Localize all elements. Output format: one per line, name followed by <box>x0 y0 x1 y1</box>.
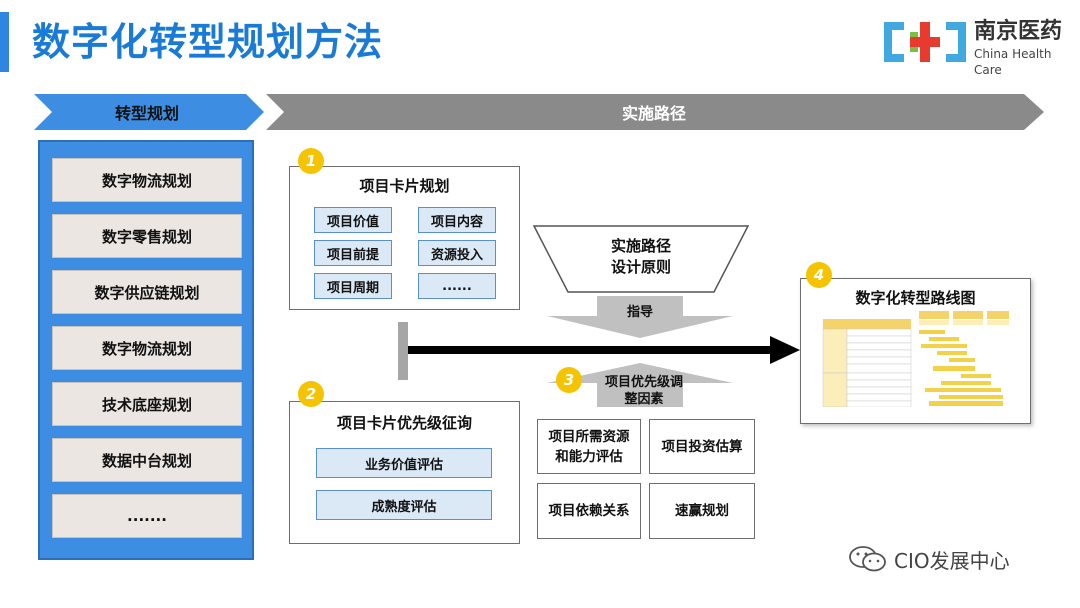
logo: 南京医药 China Health Care <box>880 18 1070 77</box>
factor-dependencies: 项目依赖关系 <box>537 483 641 539</box>
cell-project-premise: 项目前提 <box>314 240 392 266</box>
factor-investment-label: 项目投资估算 <box>661 438 743 455</box>
principle-funnel <box>532 225 750 293</box>
watermark: CIO发展中心 <box>848 544 1010 574</box>
guide-down-arrow <box>547 296 733 338</box>
chevron-right-shape <box>266 94 1044 130</box>
roadmap-box: 数字化转型路线图 <box>800 278 1031 424</box>
factors-line-2: 整因素 <box>624 392 664 407</box>
badge-1: 1 <box>298 148 324 174</box>
chevron-right-label: 实施路径 <box>621 104 686 123</box>
connector-bar <box>398 322 408 380</box>
priority-inquiry-box: 项目卡片优先级征询 业务价值评估 成熟度评估 <box>289 401 520 544</box>
factor-resource-line-1: 项目所需资源 <box>548 428 630 445</box>
transformation-plan-panel: 数字物流规划 数字零售规划 数字供应链规划 数字物流规划 技术底座规划 数据中台… <box>38 140 254 560</box>
chevron-banner <box>34 94 1044 130</box>
wechat-icon <box>849 546 886 572</box>
page-title: 数字化转型规划方法 <box>32 20 384 64</box>
cell-project-cycle: 项目周期 <box>314 273 392 299</box>
factor-quick-wins: 速赢规划 <box>649 483 755 539</box>
left-item-tech-foundation: 技术底座规划 <box>52 382 242 426</box>
chevron-left-shape <box>34 94 264 130</box>
main-arrow <box>408 336 800 364</box>
badge-3: 3 <box>556 367 582 393</box>
left-item-digital-logistics-2: 数字物流规划 <box>52 326 242 370</box>
title-accent-bar <box>0 12 9 72</box>
badge-4: 4 <box>806 262 832 288</box>
guide-label: 指导 <box>626 305 653 320</box>
factor-dependencies-label: 项目依赖关系 <box>548 503 630 519</box>
badge-2: 2 <box>298 381 324 407</box>
factor-resource-capability: 项目所需资源 和能力评估 <box>537 419 641 474</box>
factor-investment-estimate: 项目投资估算 <box>649 419 755 474</box>
chevron-left-label: 转型规划 <box>114 104 179 123</box>
roadmap-title: 数字化转型路线图 <box>855 289 976 307</box>
principle-line-2: 设计原则 <box>610 258 671 276</box>
left-item-data-platform: 数据中台规划 <box>52 438 242 482</box>
factor-resource-line-2: 和能力评估 <box>555 448 623 465</box>
cell-business-value: 业务价值评估 <box>316 448 492 478</box>
project-card-planning-box: 项目卡片规划 项目价值 项目内容 项目前提 资源投入 项目周期 ...... <box>289 166 520 310</box>
factor-quick-wins-label: 速赢规划 <box>675 503 729 519</box>
logo-mark-icon <box>884 22 966 62</box>
factors-line-1: 项目优先级调 <box>604 375 683 390</box>
cell-project-value: 项目价值 <box>314 207 392 233</box>
left-item-more: ....... <box>52 494 242 538</box>
factors-up-arrow <box>547 363 733 407</box>
cell-project-content: 项目内容 <box>418 207 496 233</box>
cell-maturity: 成熟度评估 <box>316 490 492 520</box>
cell-resource-input: 资源投入 <box>418 240 496 266</box>
left-item-digital-retail: 数字零售规划 <box>52 214 242 258</box>
principle-line-1: 实施路径 <box>610 237 671 255</box>
watermark-text: CIO发展中心 <box>894 548 1010 573</box>
roadmap-thumbnail <box>822 311 1009 407</box>
logo-chinese-name: 南京医药 <box>974 19 1063 44</box>
logo-english-name: China Health Care <box>974 47 1052 77</box>
priority-inquiry-title: 项目卡片优先级征询 <box>336 414 472 432</box>
project-card-planning-title: 项目卡片规划 <box>359 177 450 195</box>
cell-more: ...... <box>418 273 496 299</box>
left-item-digital-logistics: 数字物流规划 <box>52 158 242 202</box>
left-item-digital-supply-chain: 数字供应链规划 <box>52 270 242 314</box>
